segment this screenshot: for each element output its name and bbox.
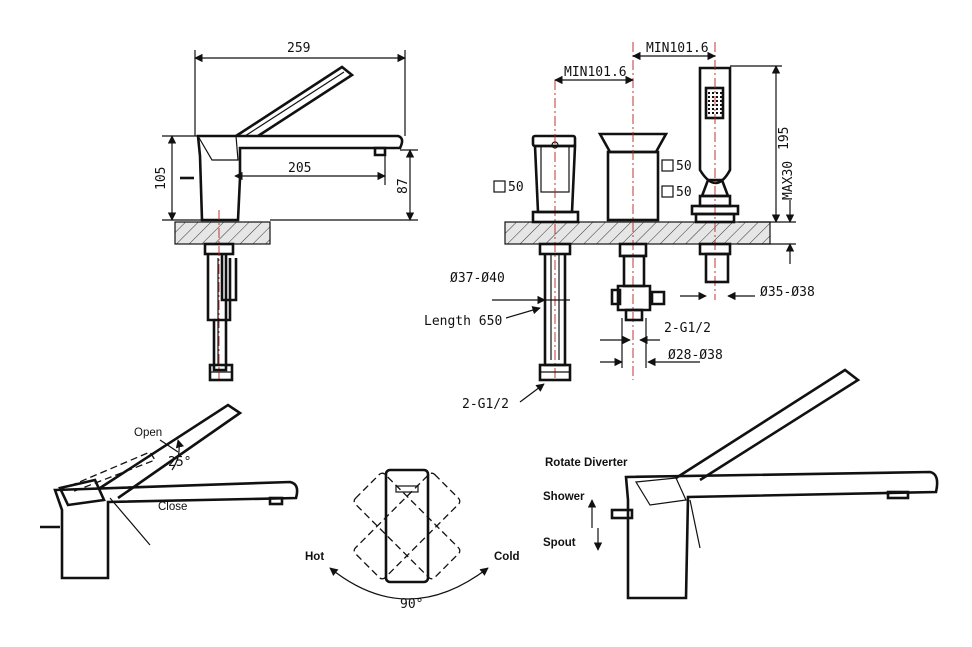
- lever-cold-position: [353, 472, 461, 580]
- dim-min-spacing-2: MIN101.6: [646, 41, 709, 56]
- deck-section-right: [504, 221, 771, 245]
- label-hot: Hot: [305, 551, 324, 563]
- diverter-view: Rotate Diverter Shower Spout: [543, 368, 939, 600]
- label-rotate-diverter: Rotate Diverter: [545, 457, 628, 469]
- dim-thread-1: 2-G1/2: [664, 321, 711, 336]
- dim-thread-2: 2-G1/2: [462, 397, 509, 412]
- dim-square-50-c: 50: [508, 180, 524, 195]
- dim-hose-length: Length 650: [424, 314, 502, 329]
- dim-max-deck: MAX30: [781, 161, 796, 200]
- label-angle-lever: 25°: [168, 455, 191, 470]
- square-marker: [493, 180, 506, 193]
- deck-section-left: [174, 221, 271, 245]
- lever-open-close-view: Open Close 25°: [40, 403, 299, 580]
- front-view-components: MIN101.6 MIN101.6 195 MAX30 50 50 50 Ø37…: [424, 41, 815, 412]
- dim-height-left: 105: [154, 167, 169, 190]
- dim-spout-height: 87: [396, 178, 411, 194]
- hot-cold-rotation-view: Hot Cold 90°: [305, 468, 520, 612]
- lever-handle-left: [235, 65, 355, 138]
- label-cold: Cold: [494, 551, 520, 563]
- dim-overall-length: 259: [287, 41, 310, 56]
- dim-handset-height: 195: [777, 127, 792, 150]
- label-angle-rotation: 90°: [400, 597, 423, 612]
- side-view-mixer: 259 205 105 87: [154, 41, 418, 382]
- dim-square-50-a: 50: [676, 159, 692, 174]
- label-shower: Shower: [543, 491, 585, 503]
- dim-hole-diameter-2: Ø35-Ø38: [760, 285, 815, 300]
- spout-body-left: [196, 134, 404, 222]
- dim-hole-diameter-3: Ø28-Ø38: [668, 348, 723, 363]
- dim-spout-reach: 205: [288, 161, 311, 176]
- spout-body-lever: [53, 480, 299, 580]
- square-marker: [661, 185, 674, 198]
- dim-min-spacing-1: MIN101.6: [564, 65, 627, 80]
- label-open: Open: [134, 427, 162, 439]
- dim-square-50-b: 50: [676, 185, 692, 200]
- handset-front: [698, 66, 732, 185]
- label-spout: Spout: [543, 537, 576, 549]
- label-close: Close: [158, 501, 187, 513]
- lever-top-view: [384, 468, 430, 584]
- spout-body-diverter: [624, 470, 939, 600]
- lever-hot-position: [353, 472, 461, 580]
- dim-hole-diameter-1: Ø37-Ø40: [450, 271, 505, 286]
- handset-nozzles: [708, 92, 722, 116]
- square-marker: [661, 159, 674, 172]
